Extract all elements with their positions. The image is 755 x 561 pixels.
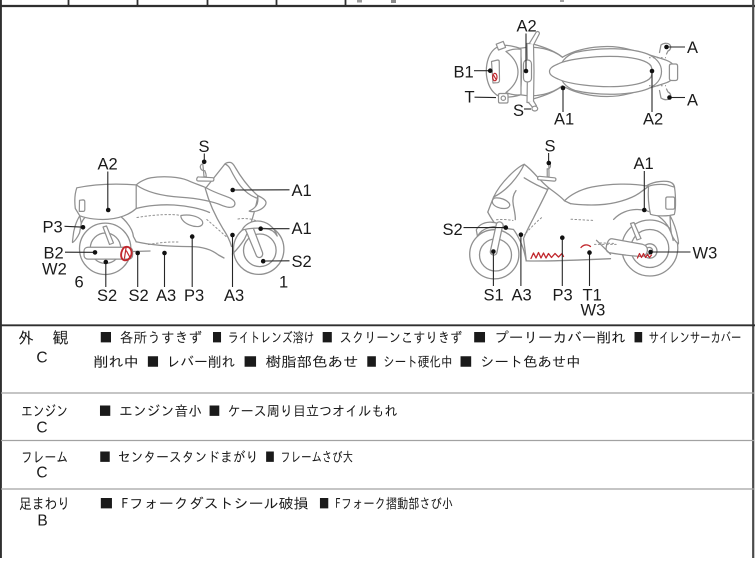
svg-text:B: B [37,513,47,530]
svg-text:S2: S2 [443,221,463,239]
svg-text:A3: A3 [156,287,176,305]
svg-text:S: S [199,138,210,156]
svg-text:P3: P3 [184,287,204,305]
svg-text:A1: A1 [554,111,574,129]
svg-text:S2: S2 [292,253,312,271]
svg-text:S: S [545,138,556,156]
svg-text:S: S [513,102,524,120]
svg-text:W2: W2 [42,261,67,279]
svg-text:6: 6 [75,274,84,292]
svg-text:B1: B1 [454,64,474,82]
svg-text:A1: A1 [292,220,312,238]
svg-text:A: A [687,92,698,110]
svg-text:P3: P3 [43,219,63,237]
svg-text:S2: S2 [97,287,117,305]
svg-text:B2: B2 [44,245,64,263]
svg-text:W3: W3 [581,302,606,320]
svg-text:A3: A3 [224,287,244,305]
svg-text:A2: A2 [517,18,537,36]
svg-text:W3: W3 [693,245,718,263]
svg-text:T: T [465,89,475,107]
svg-text:A1: A1 [634,155,654,173]
svg-text:A3: A3 [512,287,532,305]
svg-text:S2: S2 [129,287,149,305]
svg-text:A: A [687,39,698,57]
svg-text:1: 1 [279,274,288,292]
svg-text:C: C [36,420,47,437]
svg-text:T1: T1 [583,287,602,305]
svg-text:P3: P3 [553,287,573,305]
svg-text:A1: A1 [292,182,312,200]
svg-text:A2: A2 [643,111,663,129]
svg-text:C: C [36,465,47,482]
svg-text:S1: S1 [484,287,504,305]
svg-text:C: C [36,350,47,367]
svg-text:A2: A2 [98,156,118,174]
